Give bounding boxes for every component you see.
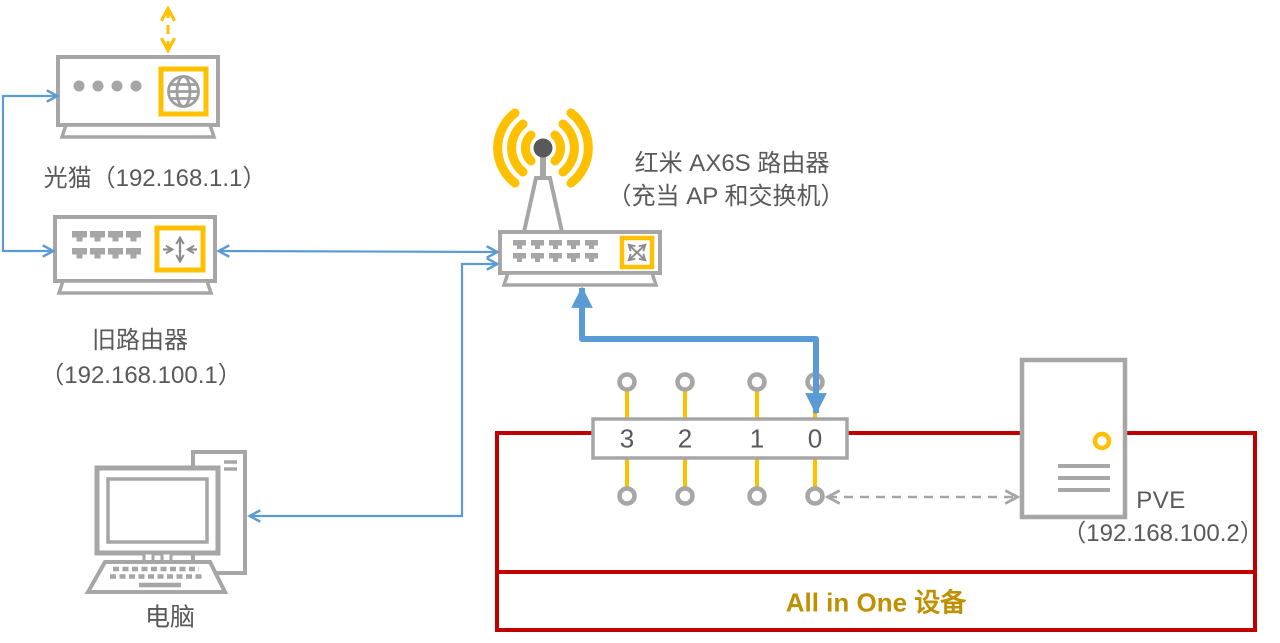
ax6s-label-line1: 红米 AX6S 路由器 — [634, 150, 830, 177]
oldrouter-ax6s-link — [219, 251, 497, 252]
pve-label-line1: PVE — [1136, 487, 1186, 514]
ax6s-label-line2: （充当 AP 和交换机） — [607, 183, 845, 210]
old-router-label-line1: 旧路由器 — [92, 327, 188, 354]
modem-device — [56, 55, 220, 139]
switch-port-label-3: 3 — [619, 423, 635, 454]
keyboard — [84, 560, 229, 594]
modem-oldrouter-link — [1, 96, 57, 251]
switch-port-label-1: 1 — [749, 423, 765, 454]
ax6s-router-device — [493, 108, 662, 287]
pve-label-line2: （192.168.100.2） — [1062, 520, 1264, 547]
connections — [1, 9, 1017, 516]
crossover-arrows-icon — [629, 245, 645, 260]
modem-label: 光猫（192.168.1.1） — [43, 165, 267, 192]
computer-label: 电脑 — [144, 603, 196, 632]
globe-icon — [167, 75, 200, 108]
old-router-device — [53, 215, 217, 295]
computer-device — [84, 450, 247, 594]
wifi-icon — [493, 108, 593, 188]
old-router-label-line2: （192.168.100.1） — [40, 362, 242, 389]
port-strip-body — [591, 417, 849, 460]
switch-port-label-0: 0 — [807, 423, 823, 454]
all-in-one-label: All in One 设备 — [785, 587, 967, 618]
tower-vents-icon — [224, 460, 237, 471]
keyboard-keys — [110, 566, 202, 588]
power-led-icon — [1092, 431, 1112, 451]
ax6s-port0-link — [571, 286, 827, 415]
switch-port-label-2: 2 — [677, 423, 693, 454]
all-in-one-box — [495, 431, 1257, 632]
ax6s-computer-link — [250, 264, 497, 516]
modem-led-dots — [73, 80, 142, 92]
monitor-screen — [106, 477, 209, 544]
server-vents-icon — [1058, 464, 1110, 492]
hub-arrows-icon — [163, 238, 197, 261]
pve-server — [1019, 357, 1128, 520]
